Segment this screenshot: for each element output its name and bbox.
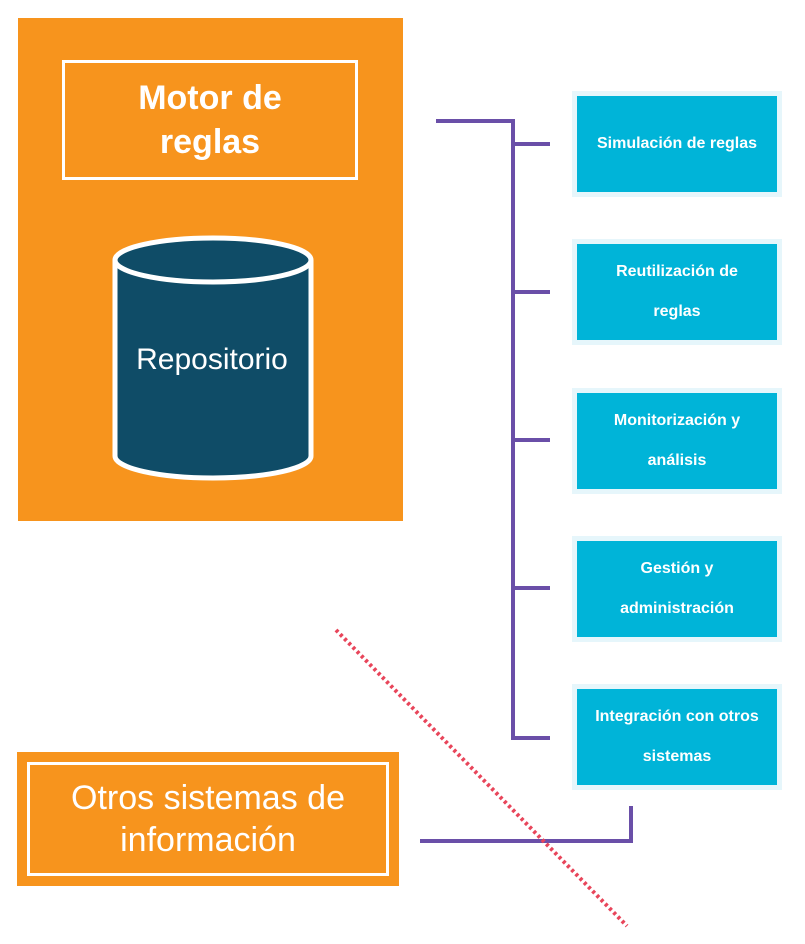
rules-engine-title-box: Motor de reglas <box>62 60 358 180</box>
feature-box-simulacion: Simulación de reglas <box>572 91 782 197</box>
repository-database-icon <box>112 235 314 481</box>
feature-label-monitorizacion: Monitorización y análisis <box>613 412 741 469</box>
feature-box-gestion: Gestión y administración <box>572 536 782 642</box>
main-connector <box>436 119 550 740</box>
feature-box-integracion: Integración con otros sistemas <box>572 684 782 790</box>
repository-label: Repositorio <box>136 343 288 376</box>
feature-label-reutilizacion: Reutilización de reglas <box>616 263 738 320</box>
other-systems-panel <box>17 752 399 886</box>
feature-box-reutilizacion: Reutilización de reglas <box>572 239 782 345</box>
feature-label-simulacion: Simulación de reglas <box>596 135 758 152</box>
feature-box-monitorizacion: Monitorización y análisis <box>572 388 782 494</box>
other-systems-title-box: Otros sistemas de información <box>27 762 389 876</box>
other-systems-label: Otros sistemas de información <box>71 779 345 859</box>
feature-label-gestion: Gestión y administración <box>620 560 734 617</box>
feature-label-integracion: Integración con otros sistemas <box>595 708 759 765</box>
rules-engine-title: Motor de reglas <box>138 79 282 161</box>
other-systems-connector <box>420 806 633 843</box>
